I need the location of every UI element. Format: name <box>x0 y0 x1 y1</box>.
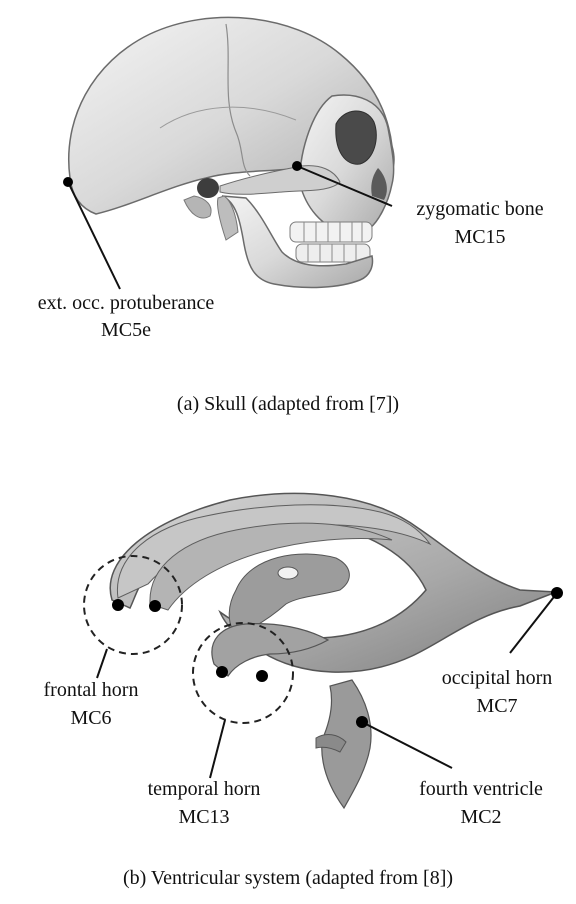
occipital-protuberance-dot <box>63 177 73 187</box>
zygomatic-code: MC15 <box>454 226 505 248</box>
occipital-protuberance-label: ext. occ. protuberance <box>38 292 215 314</box>
interthalamic-opening <box>278 567 298 579</box>
frontal-horn-dot-right <box>149 600 161 612</box>
frontal-horn-dot-left <box>112 599 124 611</box>
frontal-horn-label: frontal horn <box>44 679 139 701</box>
temporal-horn-label: temporal horn <box>148 778 261 800</box>
occipital-horn-code: MC7 <box>476 695 517 717</box>
occipital-protuberance-code: MC5e <box>101 319 151 341</box>
zygomatic-label: zygomatic bone <box>416 198 543 220</box>
ventricle-illustration <box>110 493 556 808</box>
temporal-horn-dot-left <box>216 666 228 678</box>
skull-teeth <box>290 222 372 262</box>
zygomatic-dot <box>292 161 302 171</box>
skull-illustration <box>69 17 394 287</box>
occipital-horn-label: occipital horn <box>442 667 553 689</box>
occipital-horn-dot <box>551 587 563 599</box>
skull-mastoid <box>184 196 211 218</box>
caption-skull: (a) Skull (adapted from [7]) <box>177 393 399 415</box>
temporal-horn-leader <box>210 720 225 778</box>
fourth-ventricle-label: fourth ventricle <box>419 778 543 800</box>
temporal-horn-dot-right <box>256 670 268 682</box>
fourth-ventricle-code: MC2 <box>460 806 501 828</box>
caption-ventricles: (b) Ventricular system (adapted from [8]… <box>123 867 453 889</box>
frontal-horn-code: MC6 <box>70 707 111 729</box>
fourth-ventricle-dot <box>356 716 368 728</box>
frontal-horn-leader <box>97 649 107 678</box>
fourth-ventricle-leader <box>362 722 452 768</box>
skull-ear-canal <box>197 178 219 198</box>
temporal-horn-code: MC13 <box>178 806 229 828</box>
